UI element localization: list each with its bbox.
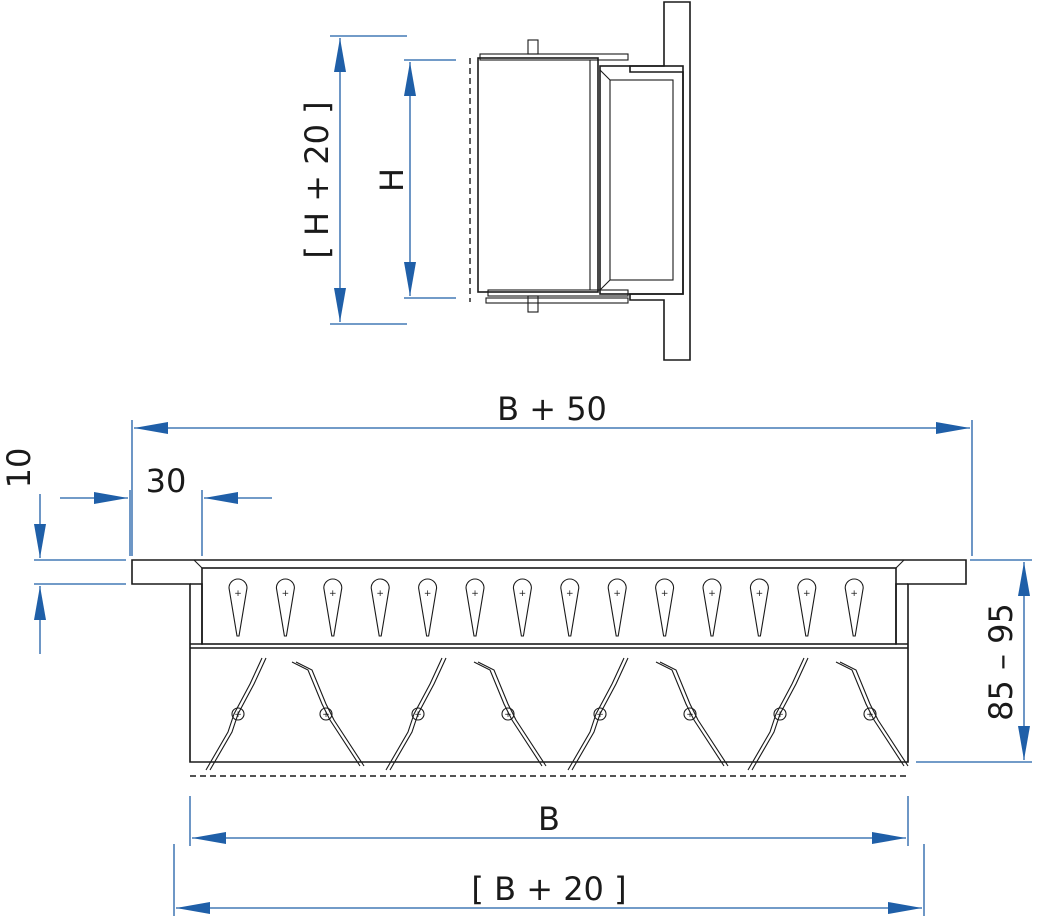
slot-center-mark: + xyxy=(756,589,764,599)
slot-teardrop xyxy=(512,578,532,637)
blade-spring: + xyxy=(835,661,909,767)
side-frame-body xyxy=(599,65,684,295)
svg-text:+: + xyxy=(866,710,874,720)
side-bottom-pin xyxy=(527,295,539,313)
side-blade-box xyxy=(477,57,599,293)
side-frame-inner xyxy=(609,79,674,281)
slot-teardrop xyxy=(749,578,769,637)
blade-spring: + xyxy=(473,661,547,767)
svg-text:+: + xyxy=(322,710,330,720)
dim-label-b-plus-20: [ B + 20 ] xyxy=(471,870,626,908)
front-view: + + + + + + + + + + + + + + + + + + + + + + B + 50 30 10 85 … xyxy=(0,390,1032,916)
slot-center-mark: + xyxy=(850,589,858,599)
slot-center-mark: + xyxy=(376,589,384,599)
front-frame-outline xyxy=(131,559,967,763)
slot-teardrop xyxy=(465,578,485,637)
blade-spring: + xyxy=(655,661,729,767)
slot-teardrop xyxy=(323,578,343,637)
front-axle-housing xyxy=(201,567,897,645)
dim-label-85-95: 85 – 95 xyxy=(982,603,1020,721)
slot-teardrop xyxy=(702,578,722,637)
slot-center-mark: + xyxy=(803,589,811,599)
slot-center-mark: + xyxy=(708,589,716,599)
svg-text:+: + xyxy=(414,710,422,720)
slot-teardrop xyxy=(607,578,627,637)
svg-text:+: + xyxy=(234,710,242,720)
svg-text:+: + xyxy=(686,710,694,720)
front-blade-springs: + + + + + + + + xyxy=(205,657,909,771)
blade-spring: + xyxy=(385,657,447,771)
dim-label-30: 30 xyxy=(146,462,187,500)
dim-label-10: 10 xyxy=(0,448,38,489)
slot-center-mark: + xyxy=(613,589,621,599)
front-slot-row: + + + + + + + + + + + + + + xyxy=(228,578,864,637)
side-top-rail xyxy=(479,53,629,61)
slot-center-mark: + xyxy=(661,589,669,599)
slot-teardrop xyxy=(655,578,675,637)
blade-spring: + xyxy=(205,657,267,771)
slot-teardrop xyxy=(370,578,390,637)
slot-center-mark: + xyxy=(282,589,290,599)
slot-center-mark: + xyxy=(519,589,527,599)
slot-center-mark: + xyxy=(329,589,337,599)
slot-teardrop xyxy=(844,578,864,637)
slot-teardrop xyxy=(560,578,580,637)
blade-spring: + xyxy=(567,657,629,771)
svg-text:+: + xyxy=(504,710,512,720)
slot-center-mark: + xyxy=(471,589,479,599)
blade-spring: + xyxy=(291,661,365,767)
slot-center-mark: + xyxy=(424,589,432,599)
svg-text:+: + xyxy=(596,710,604,720)
slot-teardrop xyxy=(275,578,295,637)
side-top-pin xyxy=(527,39,539,55)
side-bottom-rail xyxy=(487,289,629,297)
dim-label-b-plus-50: B + 50 xyxy=(497,390,607,428)
side-flange xyxy=(629,1,691,361)
slot-teardrop xyxy=(228,578,248,637)
slot-center-mark: + xyxy=(234,589,242,599)
slot-teardrop xyxy=(418,578,438,637)
svg-text:+: + xyxy=(776,710,784,720)
slot-center-mark: + xyxy=(566,589,574,599)
blade-spring: + xyxy=(747,657,809,771)
dim-label-h-plus-20: [ H + 20 ] xyxy=(298,101,336,258)
dim-label-h: H xyxy=(373,168,411,192)
side-view: [ H + 20 ] H xyxy=(298,1,691,361)
dim-label-b: B xyxy=(538,800,560,838)
slot-teardrop xyxy=(797,578,817,637)
